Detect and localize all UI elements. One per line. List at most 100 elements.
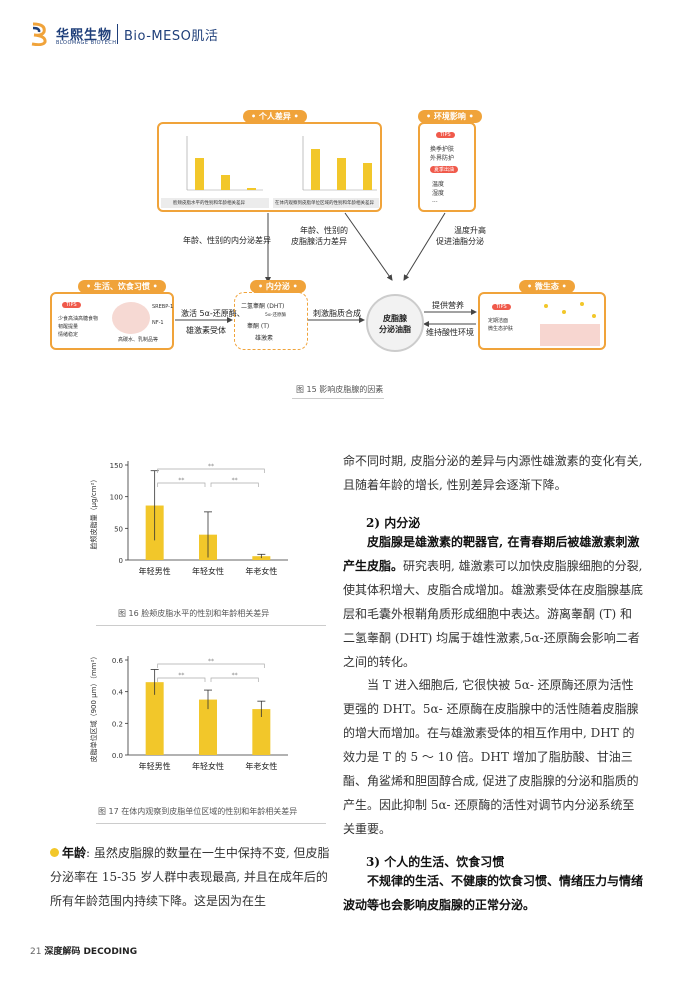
significance-label: ** [232,477,238,484]
bar [199,699,217,755]
y-tick-label: 0.2 [112,720,123,728]
x-tick-label: 年轻女性 [192,761,224,771]
y-tick-label: 50 [114,525,123,533]
cell-illustration-icon [112,302,150,334]
microbe-dot-icon [592,314,596,318]
heading-endocrine: 2) 内分泌 [366,516,421,530]
diet-line3: 情绪稳定 [58,332,79,338]
diet-line2: 韧醒提量 [58,324,79,330]
diet-box: TIPS 少食高油高糖食物 韧醒提量 情绪稳定 SREBP-1 NF-1 高碳水… [50,292,174,350]
diet-srebp: SREBP-1 [152,304,174,310]
arrow-label-3a: 温度升高 [454,226,486,235]
environment-box: TIPS 换季护肤 外界防护 夏季出油 温度 湿度 ... [418,122,476,212]
significance-label: ** [232,672,238,679]
paragraph-2-rest: 研究表明, 雄激素可以加快皮脂腺细胞的分裂, 使其体积增大、皮脂合成增加。雄激素… [343,559,644,669]
y-tick-label: 0.0 [112,752,123,760]
personal-diff-box: 脸颊皮脂水平的性别和年龄相关差异 在体内观察到皮脂单位区域的性别和年龄相关差异 [157,122,382,212]
paragraph-2-bold: 皮脂腺是雄激素的靶器官, 在青春期后被雄激素刺激产生皮脂。 [343,535,640,573]
significance-label: ** [208,463,214,470]
bullet-dot-icon [50,848,59,857]
brand-name-en: BLOOMAGE BIOTECH [56,40,117,46]
y-tick-label: 0 [119,557,123,565]
significance-label: ** [208,658,214,665]
paragraph-4-bold: 不规律的生活、不健康的饮食习惯、情绪压力与情绪波动等也会影响皮脂腺的正常分泌。 [343,874,644,912]
endocrine-box: 二氢睾酮 (DHT) 5α-还原酶 睾酮 (T) 雄激素 [234,292,308,350]
env-badge: 夏季出油 [430,166,459,173]
right-paragraph-1: 命不同时期, 皮脂分泌的差异与内源性雄激素的变化有关, 且随着年龄的增长, 性别… [343,454,643,492]
arrow-label-3b: 促进油脂分泌 [436,237,484,246]
diet-food: 高碳水、乳制品等 [118,337,159,343]
x-tick-label: 年轻男性 [139,566,171,576]
arrow-label-1: 年龄、性别的内分泌差异 [183,236,271,245]
brand-logo-icon [30,22,50,47]
microbe-dot-icon [562,310,566,314]
y-tick-label: 0.6 [112,657,124,665]
significance-label: ** [178,477,184,484]
y-axis-label: 脸颊皮脂量（μg/cm²） [89,476,98,550]
caption-underline [292,398,384,399]
personal-mini-charts [186,136,377,191]
arrow-label-2b: 皮脂腺活力差异 [291,237,347,246]
page-number: 21 [30,947,42,957]
x-tick-label: 年轻男性 [139,761,171,771]
tag-diet: • 生活、饮食习惯 • [78,280,166,293]
mini1-caption: 脸颊皮脂水平的性别和年龄相关差异 [173,201,245,206]
microbe-dot-icon [580,302,584,306]
x-tick-label: 年轻女性 [192,566,224,576]
significance-label: ** [178,672,184,679]
figure-17-caption: 图 17 在体内观察到皮脂单位区域的性别和年龄相关差异 [98,807,298,816]
microbe-dot-icon [544,304,548,308]
y-tick-label: 100 [110,494,123,502]
caption-underline [96,823,326,824]
right-paragraph-3: 当 T 进入细胞后, 它很快被 5α- 还原酶还原为活性更强的 DHT。5α- … [343,678,639,836]
mini2-caption: 在体内观察到皮脂单位区域的性别和年龄相关差异 [275,201,374,206]
env-tips: TIPS [436,132,455,138]
bar [145,682,164,755]
env-line5: ... [432,197,438,204]
microbiome-box: TIPS 定期洁面 微生态护肤 [478,292,606,350]
heading-lifestyle: 3) 个人的生活、饮食习惯 [366,855,505,869]
endo-t: 睾酮 (T) [247,323,270,330]
micro-line2: 微生态护肤 [488,326,514,332]
env-line1: 换季护肤 [430,146,455,153]
x-tick-label: 年老女性 [245,566,277,576]
endo-enzyme: 5α-还原酶 [265,313,286,318]
env-line2: 外界防护 [430,155,455,162]
significance-bracket [210,677,259,682]
brand-name-cn: 华熙生物 [56,28,113,43]
y-axis-label: 皮脂单位区域（900 μm）（mm²） [89,653,98,763]
skin-illustration-icon [540,324,600,346]
lead-term: 年龄 [62,846,87,860]
sebaceous-center: 皮脂腺 分泌油脂 [366,294,424,352]
tag-environment: • 环境影响 • [418,110,482,123]
significance-bracket [157,677,206,682]
nutrition-label: 提供营养 [432,301,464,310]
significance-bracket [157,663,265,668]
arrow-label-2a: 年龄、性别的 [300,226,348,235]
stimulate-label: 刺激脂质合成 [313,309,361,318]
page-footer: 21 深度解码 DECODING [30,944,137,957]
chart-fig17: 0.00.20.40.6皮脂单位区域（900 μm）（mm²）年轻男性年轻女性年… [89,653,288,771]
maintain-label: 维持酸性环境 [426,328,474,337]
figure-16-caption: 图 16 脸颊皮脂水平的性别和年龄相关差异 [118,609,270,618]
right-paragraph-4: 不规律的生活、不健康的饮食习惯、情绪压力与情绪波动等也会影响皮脂腺的正常分泌。 [343,869,643,917]
bar [252,709,271,755]
x-tick-label: 年老女性 [245,761,277,771]
diet-tips: TIPS [62,302,81,308]
center-line1: 皮脂腺 [383,314,407,323]
diet-line1: 少食高油高糖食物 [58,316,99,322]
brand-sub-name: Bio-MESO肌活 [124,29,219,44]
tag-endocrine: • 内分泌 • [250,280,306,293]
flow-arrows [175,212,477,327]
center-line2: 分泌油脂 [379,325,411,334]
diet-nf: NF-1 [152,320,164,326]
env-line3: 温度 [432,181,445,188]
significance-bracket [210,482,259,487]
micro-line1: 定期洁面 [488,318,509,324]
caption-underline [96,625,326,626]
footer-label: 深度解码 DECODING [44,947,138,957]
tag-microbiome: • 微生态 • [519,280,575,293]
left-paragraph: 年龄: 虽然皮脂腺的数量在一生中保持不变, 但皮脂分泌率在 15-35 岁人群中… [50,841,333,913]
y-tick-label: 150 [110,462,123,470]
activate-label-1: 激活 5α-还原酶、 [181,309,245,318]
